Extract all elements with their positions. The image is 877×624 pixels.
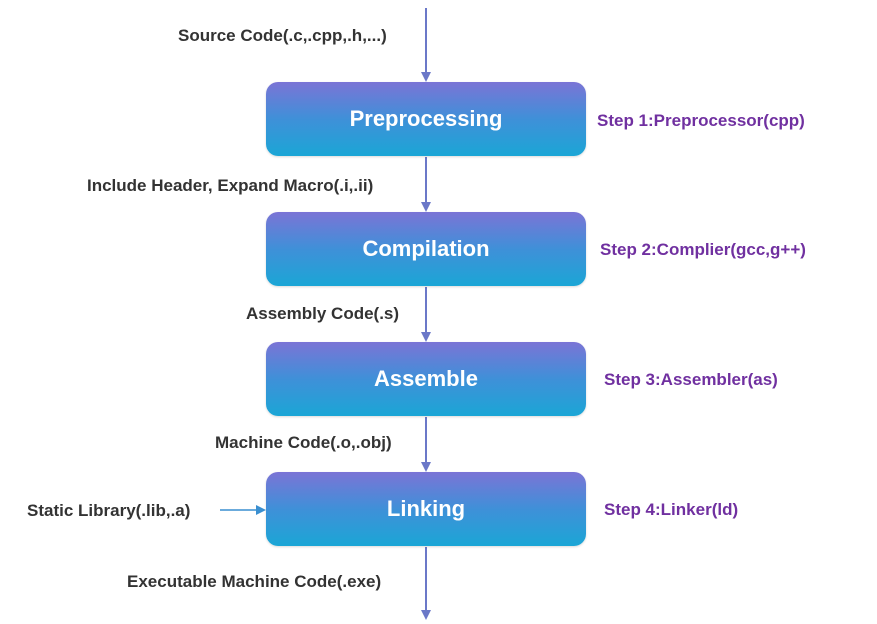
- step-4-label: Step 4:Linker(ld): [604, 500, 739, 519]
- preprocessed-output-label: Include Header, Expand Macro(.i,.ii): [87, 176, 374, 195]
- step-1-label: Step 1:Preprocessor(cpp): [597, 111, 805, 130]
- stage-linking: Linking: [266, 472, 586, 546]
- static-library-label: Static Library(.lib,.a): [27, 501, 191, 520]
- stage-assemble: Assemble: [266, 342, 586, 416]
- step-3-label: Step 3:Assembler(as): [604, 370, 778, 389]
- stage-preprocessing: Preprocessing: [266, 82, 586, 156]
- source-code-label: Source Code(.c,.cpp,.h,...): [178, 26, 387, 45]
- machine-code-label: Machine Code(.o,.obj): [215, 433, 392, 452]
- assembly-code-label: Assembly Code(.s): [246, 304, 400, 323]
- step-2-label: Step 2:Complier(gcc,g++): [600, 240, 806, 259]
- stage-compilation: Compilation: [266, 212, 586, 286]
- executable-code-label: Executable Machine Code(.exe): [127, 572, 382, 591]
